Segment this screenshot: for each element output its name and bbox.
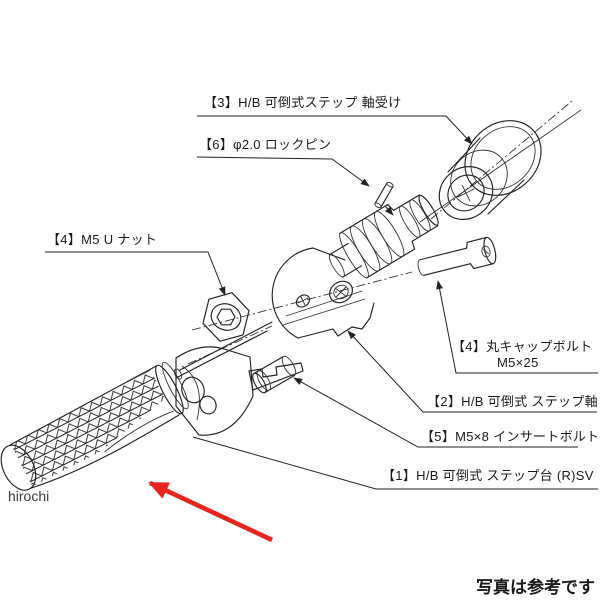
pivot-bottom-edge	[297, 302, 375, 339]
screw-tip-cross	[297, 296, 309, 306]
insert-bolt-end	[281, 355, 297, 377]
leader-line-c3	[197, 115, 473, 145]
cap-bolt-head-face	[483, 236, 497, 265]
bushing-center-cross	[457, 184, 475, 202]
shaft-bushing	[438, 120, 542, 220]
cap-bolt-socket-tick	[483, 248, 489, 255]
footpeg-end-cap	[0, 444, 37, 491]
screw-tip	[295, 294, 311, 308]
bushing-taper-sides	[447, 137, 525, 215]
insert-bolt-face	[252, 372, 267, 394]
knurl-texture	[11, 370, 166, 487]
footpeg-collar-inner	[161, 361, 189, 410]
socket-screw-head	[329, 280, 353, 304]
step-shaft	[328, 194, 439, 279]
axis-line-top-right	[419, 109, 582, 223]
shaft-small-section	[387, 194, 439, 250]
shaft-rib-3	[374, 211, 405, 258]
shaft-neck-face	[328, 253, 345, 278]
bushing-mid-rim	[450, 149, 508, 207]
nut-face-circle	[210, 303, 242, 331]
bracket-hole-large	[181, 376, 205, 404]
callout-4-nut-label: 【4】M5 U ナット	[47, 232, 157, 247]
lock-pin-end-1	[374, 202, 382, 209]
bracket-body	[175, 346, 254, 436]
leader-line-c4-nut	[45, 251, 226, 296]
callout-5-label: 【5】M5×8 インサートボルト	[421, 429, 600, 444]
footpeg	[0, 361, 189, 491]
cap-bolt-shaft	[419, 247, 472, 276]
leader-line-c2	[347, 330, 597, 413]
pivot-clevis-slot	[282, 290, 366, 326]
shaft-rib-4	[399, 205, 421, 238]
lock-pin-end-2	[386, 181, 394, 188]
centerline-bracket	[187, 325, 273, 365]
cap-bolt-tail	[417, 259, 424, 276]
watermark-text: hirochi	[8, 488, 49, 504]
cap-bolt-head	[466, 236, 494, 270]
footpeg-fold-line	[104, 410, 174, 453]
bracket-hole-small	[199, 395, 217, 415]
socket-screw-hole	[333, 284, 349, 300]
leader-line-c5	[293, 377, 578, 448]
leader-line-c4-bolt	[436, 280, 598, 374]
callout-3-label: 【3】H/B 可倒式ステップ 軸受け	[204, 95, 402, 110]
threaded-shaft	[175, 321, 273, 379]
footer-note: 写真は参考です	[476, 577, 595, 597]
footpeg-bottom-edge	[30, 414, 180, 489]
bushing-front-outer	[438, 166, 494, 220]
lock-pin	[374, 181, 394, 209]
insert-bolt-face-ring	[256, 370, 271, 391]
centerline-bushing	[430, 100, 573, 220]
pivot-top-edge	[312, 247, 346, 261]
u-nut	[202, 292, 250, 342]
nut-bore-hex	[216, 308, 236, 326]
leader-line-c6	[196, 156, 370, 187]
leader-line-c1	[192, 436, 598, 490]
lock-pin-body	[374, 182, 394, 208]
pivot-left-face	[271, 247, 314, 339]
red-pointer-arrow	[148, 480, 273, 543]
callout-4-bolt-label-line1: 【4】丸キャップボルト	[452, 339, 593, 354]
lockpin-insert-arrow	[384, 205, 394, 216]
step-base-bracket	[175, 346, 304, 436]
insert-bolt	[252, 355, 297, 394]
callout-6-label: 【6】φ2.0 ロックピン	[199, 137, 331, 152]
cap-bolt	[417, 236, 497, 276]
callout-4-bolt-label-line2: M5×25	[497, 355, 539, 370]
center-lines	[187, 100, 582, 365]
footpeg-top-edge	[9, 365, 157, 446]
callout-labels: 【3】H/B 可倒式ステップ 軸受け 【6】φ2.0 ロックピン 【4】M5 U…	[47, 95, 600, 483]
socket-screw-cross	[334, 286, 348, 298]
bushing-flange-outer	[464, 120, 542, 196]
threaded-shaft-end	[173, 368, 183, 380]
bracket-fold	[181, 365, 200, 421]
bushing-flange-inner	[470, 126, 536, 190]
centerline-bolt-axis	[191, 271, 413, 331]
shaft-big-section	[339, 203, 416, 279]
callout-1-label: 【1】H/B 可倒式 ステップ台 (R)SV	[382, 468, 594, 483]
callout-2-label: 【2】H/B 可倒式 ステップ軸	[427, 394, 598, 409]
pivot-body	[173, 247, 375, 380]
shaft-end-face	[418, 195, 439, 226]
cap-bolt-socket	[481, 245, 491, 258]
nut-hex-outline	[202, 292, 250, 342]
shaft-neck	[328, 242, 363, 278]
leader-lines	[45, 115, 598, 490]
